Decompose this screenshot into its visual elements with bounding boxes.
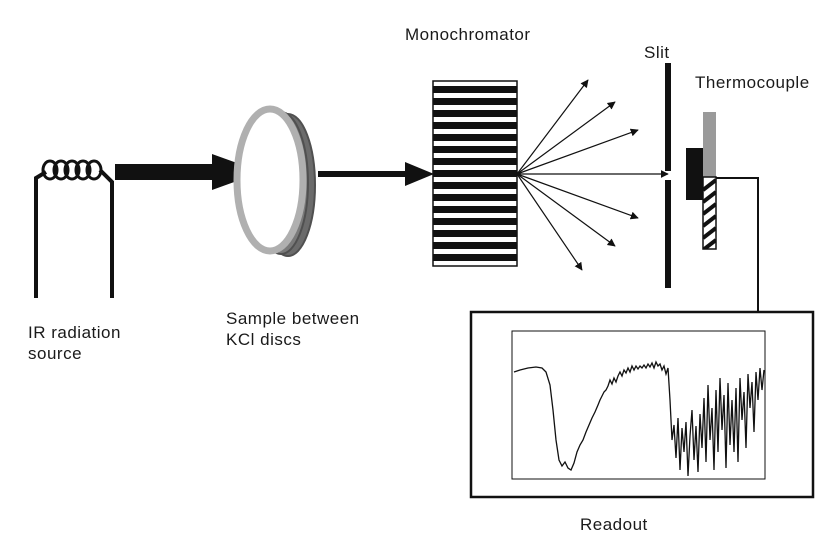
dispersed-rays <box>516 79 669 271</box>
source-frame-right <box>98 168 114 298</box>
grating-bar <box>433 146 517 153</box>
grating-bar <box>433 242 517 249</box>
label-thermocouple: Thermocouple <box>695 73 810 92</box>
label-monochromator: Monochromator <box>405 25 531 44</box>
grating-bar <box>433 194 517 201</box>
label-sample-line1: Sample between <box>226 309 360 328</box>
thermocouple-detector <box>686 112 717 250</box>
sample-discs <box>233 105 316 257</box>
grating-bar <box>433 254 517 261</box>
grating-bar <box>433 170 517 177</box>
grating-bar <box>433 158 517 165</box>
grating-bar <box>433 182 517 189</box>
grating-bar <box>433 230 517 237</box>
ir-source <box>34 159 114 298</box>
signal-wire <box>716 177 759 312</box>
slit <box>665 63 671 288</box>
grating-bar <box>433 206 517 213</box>
beam-sample-to-monochromator <box>318 162 434 186</box>
grating-bar <box>433 218 517 225</box>
label-ir-source-line1: IR radiation <box>28 323 121 342</box>
grating-bar <box>433 98 517 105</box>
readout-panel <box>469 310 815 499</box>
source-frame-left <box>34 170 48 298</box>
grating-bar <box>433 86 517 93</box>
filament-coil <box>41 159 103 181</box>
monochromator-grating <box>432 80 518 267</box>
label-ir-source-line2: source <box>28 344 83 363</box>
label-ir-source: IR radiation source <box>28 322 121 364</box>
label-sample: Sample between KCl discs <box>226 308 360 350</box>
grating-bar <box>433 110 517 117</box>
label-slit: Slit <box>644 43 670 62</box>
grating-bar <box>433 134 517 141</box>
readout-spectrum-trace <box>513 360 765 477</box>
label-sample-line2: KCl discs <box>226 330 302 349</box>
grating-bar <box>433 122 517 129</box>
label-readout: Readout <box>580 515 648 534</box>
